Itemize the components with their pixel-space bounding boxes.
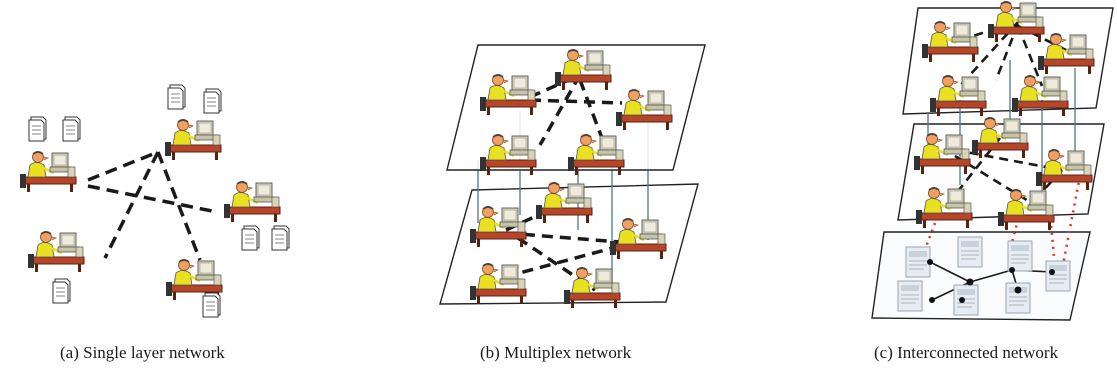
caption-single-layer-network: (a) Single layer network — [60, 343, 225, 362]
interconnected-network-panel — [871, 0, 1114, 321]
person-at-computer-icon — [222, 180, 282, 224]
web-page-icon — [897, 280, 923, 312]
layer-plane-bottom — [439, 183, 699, 305]
caption-multiplex-network: (b) Multiplex network — [480, 343, 632, 362]
caption-interconnected-network: (c) Interconnected network — [874, 343, 1059, 362]
network-edges — [87, 150, 213, 261]
multiplex-network-panel — [439, 44, 706, 310]
web-page-icon — [953, 284, 979, 316]
document-icon — [202, 292, 221, 318]
person-at-computer-icon — [468, 262, 528, 306]
web-page-icon — [1045, 260, 1071, 292]
interconnect-links — [916, 175, 1082, 271]
person-at-computer-icon — [608, 217, 668, 261]
single-layer-network-panel — [18, 84, 290, 318]
layer-plane-top — [446, 44, 706, 171]
person-at-computer-icon — [18, 150, 78, 194]
document-icon — [52, 278, 71, 304]
web-page-icon — [957, 236, 983, 268]
person-at-computer-icon — [26, 230, 86, 274]
document-icon — [271, 225, 290, 251]
document-nodes — [927, 259, 1055, 303]
web-page-icon — [1007, 240, 1033, 272]
web-page-icon — [905, 246, 931, 278]
document-icon — [28, 116, 47, 142]
document-icon — [167, 84, 186, 110]
document-icon — [241, 225, 260, 251]
document-icon — [62, 116, 81, 142]
person-at-computer-icon — [163, 118, 223, 162]
document-icon — [203, 88, 222, 114]
